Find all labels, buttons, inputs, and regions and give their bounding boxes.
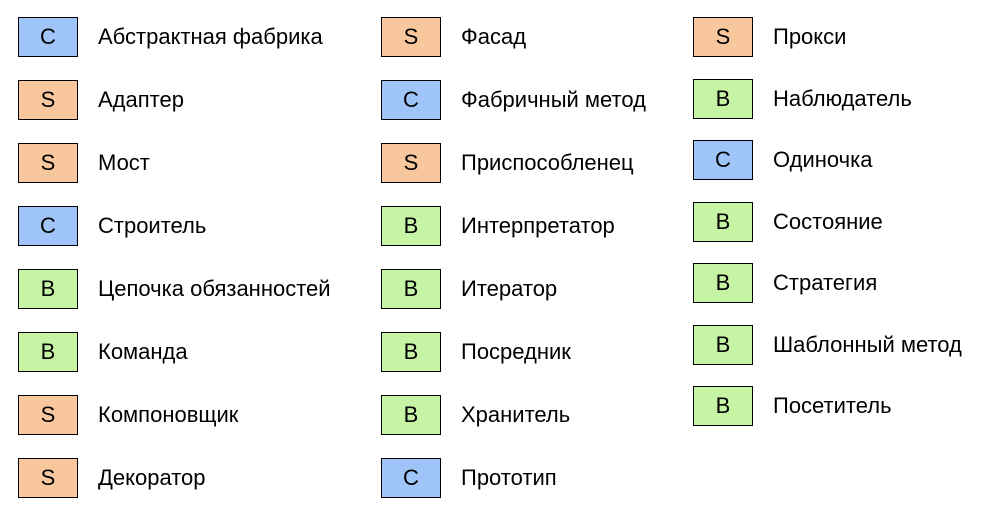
category-badge: S — [18, 458, 78, 498]
category-badge: S — [18, 143, 78, 183]
pattern-name: Прокси — [773, 24, 847, 49]
pattern-name: Адаптер — [98, 87, 184, 112]
category-badge: S — [18, 395, 78, 435]
pattern-name: Стратегия — [773, 270, 878, 295]
category-badge: B — [693, 78, 753, 119]
pattern-name: Строитель — [98, 213, 207, 238]
category-badge: C — [693, 140, 753, 180]
pattern-name: Мост — [98, 150, 150, 175]
pattern-name: Фабричный метод — [461, 87, 646, 112]
category-badge: B — [693, 201, 753, 242]
pattern-name: Одиночка — [773, 147, 873, 172]
pattern-name: Цепочка обязанностей — [98, 276, 331, 301]
category-badge: B — [381, 332, 441, 372]
category-badge: C — [381, 458, 441, 498]
pattern-name: Состояние — [773, 208, 883, 234]
pattern-name: Посредник — [461, 339, 571, 364]
pattern-name: Команда — [98, 339, 188, 364]
category-badge: S — [381, 17, 441, 57]
pattern-name: Прототип — [461, 465, 557, 490]
category-badge: B — [18, 332, 78, 372]
category-badge: B — [693, 386, 753, 426]
category-badge: S — [18, 80, 78, 120]
pattern-name: Интерпретатор — [461, 213, 615, 238]
category-badge: B — [693, 263, 753, 303]
category-badge: C — [18, 206, 78, 246]
pattern-name: Компоновщик — [98, 402, 239, 427]
category-badge: C — [18, 17, 78, 57]
category-badge: B — [381, 206, 441, 246]
category-badge: B — [381, 395, 441, 435]
category-badge: B — [18, 269, 78, 309]
pattern-name: Шаблонный метод — [773, 331, 962, 357]
category-badge: S — [381, 143, 441, 183]
category-badge: B — [693, 324, 753, 365]
pattern-name: Посетитель — [773, 393, 892, 418]
pattern-name: Итератор — [461, 276, 558, 301]
pattern-name: Декоратор — [98, 465, 206, 490]
category-badge: S — [693, 17, 753, 57]
category-badge: B — [381, 269, 441, 309]
pattern-name: Хранитель — [461, 402, 571, 427]
pattern-name: Наблюдатель — [773, 85, 912, 111]
pattern-name: Приспособленец — [461, 150, 634, 175]
pattern-name: Абстрактная фабрика — [98, 24, 323, 49]
pattern-name: Фасад — [461, 24, 527, 49]
category-badge: C — [381, 80, 441, 120]
